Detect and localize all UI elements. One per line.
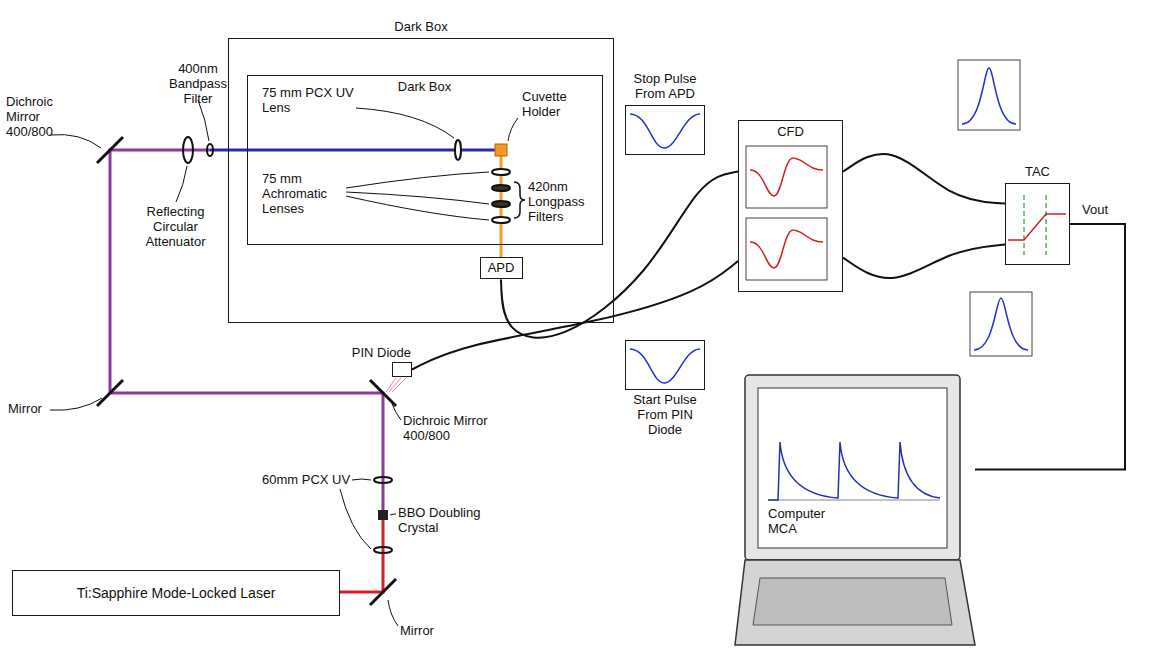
node-label: Ti:Sapphire Mode-Locked Laser (77, 585, 276, 601)
part-label: Cuvette Holder (522, 90, 584, 120)
signal-name: Vout (1080, 203, 1110, 218)
mirror (370, 579, 396, 605)
node-label: APD (488, 261, 515, 276)
plot-axis (768, 500, 940, 501)
cfd-box: CFD (738, 120, 843, 292)
node-label: Dark Box (394, 20, 447, 35)
part-label: 75 mm Achromatic Lenses (262, 172, 346, 217)
part-label: 75 mm PCX UV Lens (262, 86, 357, 116)
stop-pulse-trace (630, 114, 700, 148)
tac-ramp (1008, 214, 1066, 240)
timing-plot-frame (958, 60, 1020, 130)
lens (455, 140, 461, 160)
cfd-plot-frame (746, 218, 827, 280)
cfd-trace (750, 230, 823, 268)
dichroic-mirror (97, 137, 123, 163)
mca-histogram (768, 442, 940, 500)
cfd-plot-frame (746, 146, 827, 208)
cfd-trace (750, 158, 823, 196)
pulse-plot: Stop Pulse From APD (625, 105, 705, 155)
lens (492, 217, 510, 223)
node-label: Stop Pulse From APD (625, 72, 705, 102)
part-label: Dichroic Mirror 400/800 (403, 414, 507, 444)
leader-line (390, 514, 396, 515)
blue-beam (210, 149, 495, 152)
leader-line (346, 172, 489, 188)
red-beam (340, 515, 383, 592)
leader-line (198, 100, 209, 141)
part-label: Reflecting Circular Attenuator (128, 205, 223, 250)
timing-plot-frame (970, 292, 1032, 356)
apd-detector: APD (480, 257, 523, 280)
laptop-keyboard (753, 578, 952, 625)
attenuator (183, 137, 193, 163)
leader-line (392, 404, 401, 420)
leak-ray (392, 378, 406, 392)
part-label: Mirror (8, 402, 58, 417)
pulse-plot: Start Pulse From PIN Diode (625, 340, 705, 390)
signal-cable (843, 154, 1005, 203)
node-label: PIN Diode (352, 346, 411, 361)
node-label: TAC (1025, 165, 1050, 180)
computer: Computer MCA (735, 375, 975, 645)
signal-cable (975, 224, 1125, 470)
node-label: Computer MCA (768, 507, 848, 537)
laptop-screen (758, 388, 947, 548)
leader-line (50, 398, 102, 410)
timing-pulse (974, 298, 1028, 350)
part-label: 400nm Bandpass Filter (168, 62, 228, 107)
part-label: BBO Doubling Crystal (398, 506, 488, 536)
laptop-lid (745, 375, 960, 560)
timing-pulse (962, 68, 1016, 124)
part-label: Dichroic Mirror 400/800 (6, 95, 64, 140)
lens (492, 169, 510, 175)
lens (374, 477, 392, 483)
lens (374, 547, 392, 553)
leader-line (340, 489, 371, 549)
leader-line (50, 135, 101, 148)
leader-line (352, 479, 371, 480)
mirror (97, 380, 123, 406)
node-label: CFD (739, 125, 842, 140)
stop-marker (1045, 195, 1046, 255)
tac-box: TAC (1005, 183, 1070, 265)
cuvette (495, 144, 507, 156)
part-label: Mirror (400, 624, 460, 639)
leader-line (388, 600, 398, 626)
part-label: 60mm PCX UV (262, 473, 352, 488)
bandpass-filter (207, 144, 213, 156)
signal-cable (412, 261, 738, 369)
longpass-filter (492, 185, 510, 191)
start-pulse-trace (630, 349, 700, 383)
node-label: Start Pulse From PIN Diode (623, 393, 707, 438)
start-marker (1023, 195, 1024, 255)
signal-cable (843, 245, 1005, 279)
laptop-base (735, 560, 975, 645)
signal-cable (501, 172, 738, 338)
pin-diode: PIN Diode (392, 362, 412, 377)
part-label: 420nm Longpass Filters (528, 180, 590, 225)
leader-line (346, 196, 489, 220)
leader-line (346, 192, 489, 204)
brace (514, 182, 525, 218)
leader-line (508, 118, 518, 141)
leader-line (356, 108, 454, 138)
leader-line (176, 166, 187, 202)
longpass-filter (492, 201, 510, 207)
bbo-crystal (378, 510, 388, 520)
laser-box: Ti:Sapphire Mode-Locked Laser (12, 570, 340, 616)
